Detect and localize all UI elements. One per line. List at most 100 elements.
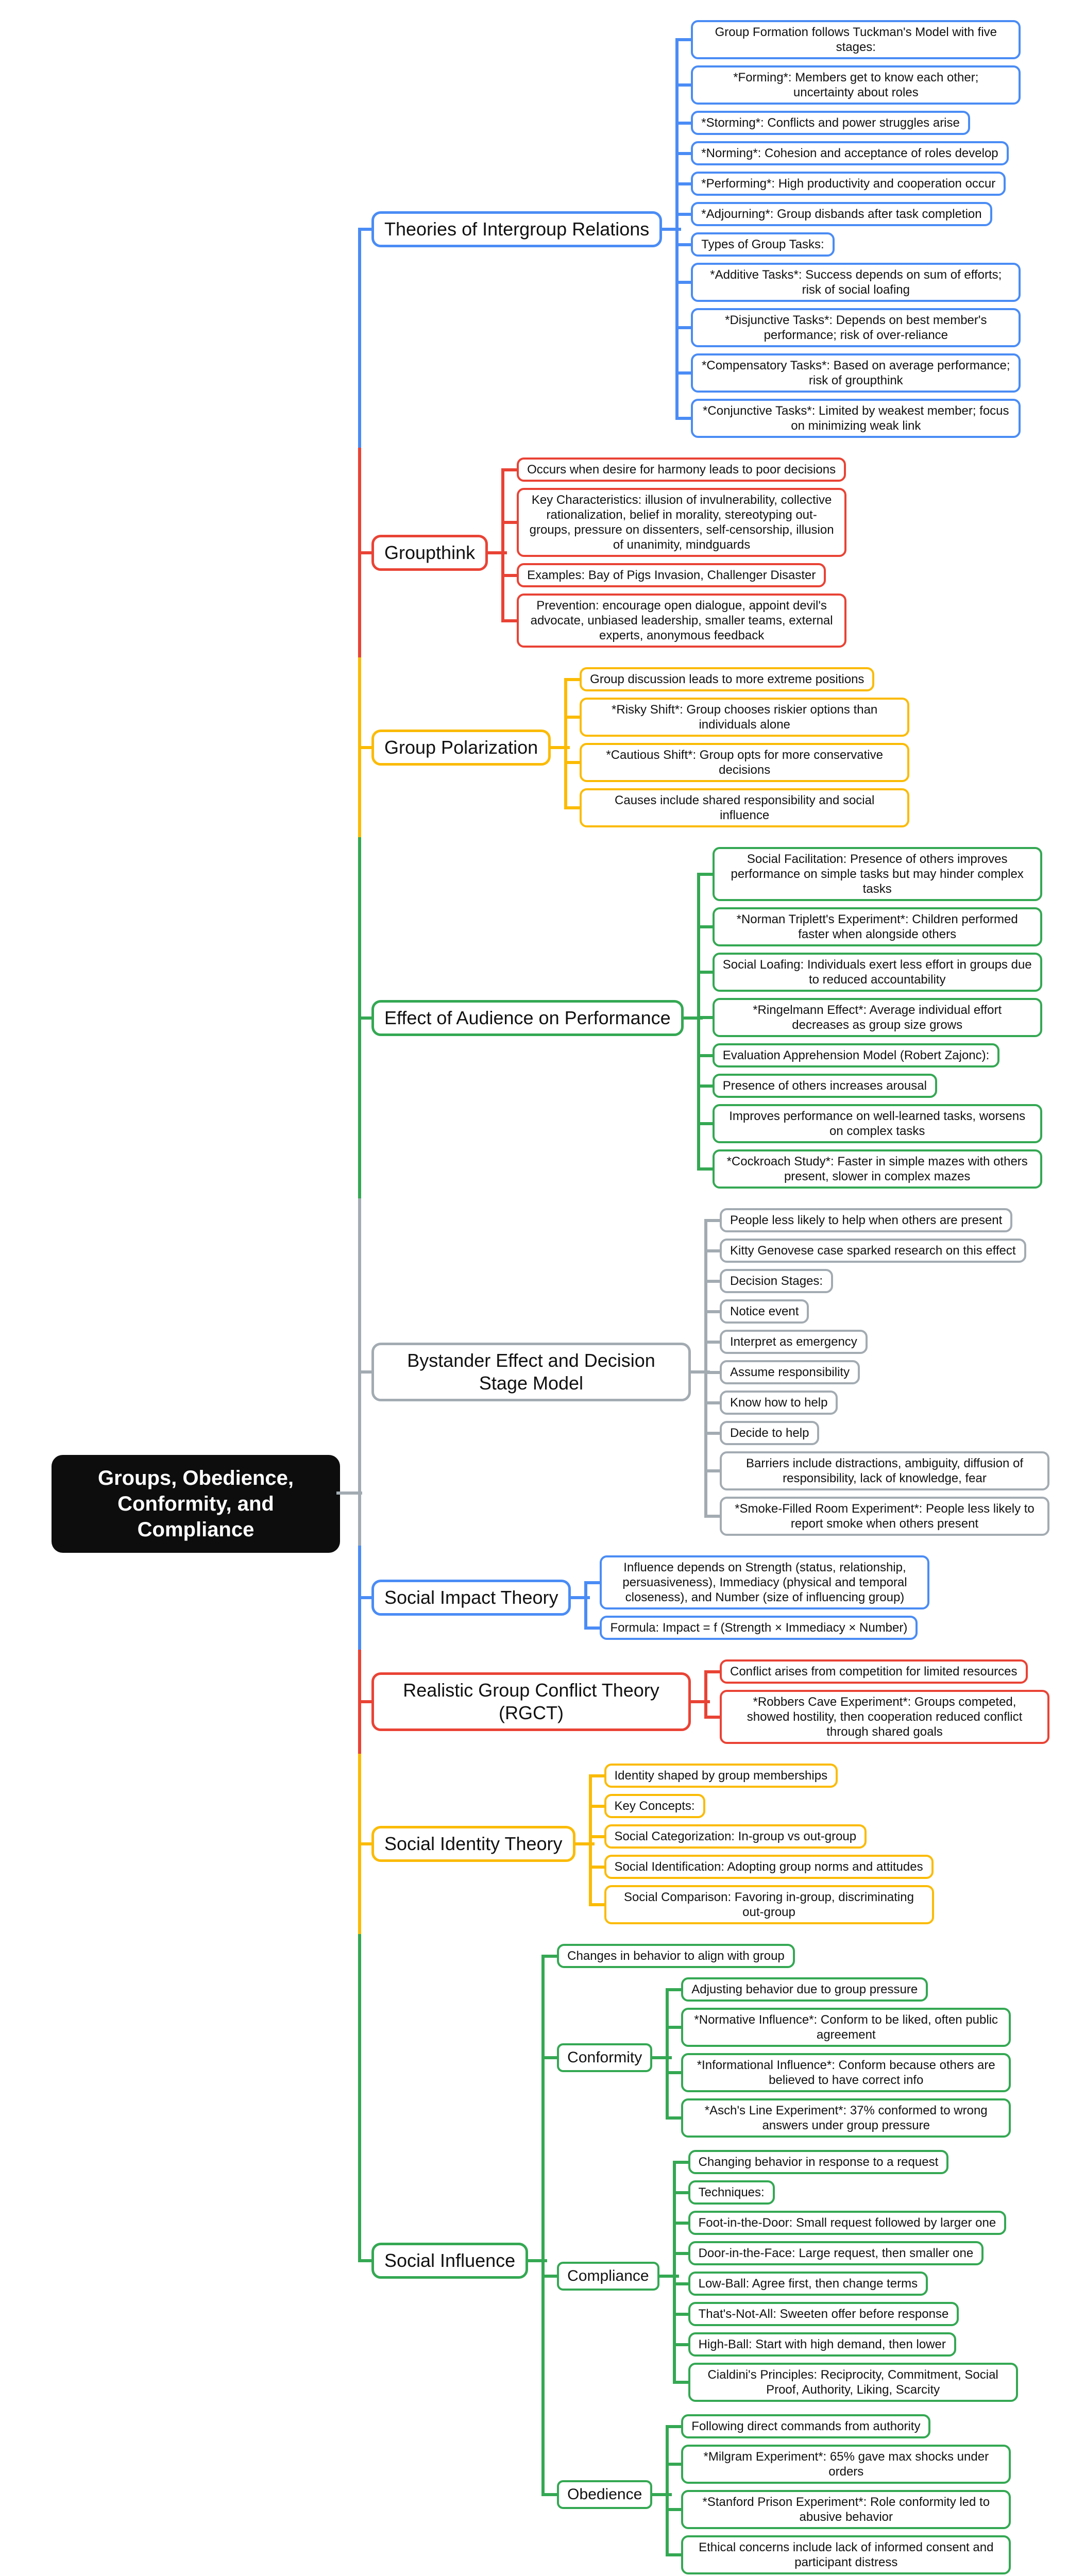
tree-item: Techniques: xyxy=(672,2177,1018,2208)
subbranch-node-conformity: Conformity xyxy=(557,2043,653,2072)
leaf-node: Social Categorization: In-group vs out-g… xyxy=(604,1824,867,1849)
tree-item: Ethical concerns include lack of informe… xyxy=(666,2532,1011,2576)
tree-item: Examples: Bay of Pigs Invasion, Challeng… xyxy=(501,560,846,590)
leaf-node: Low-Ball: Agree first, then change terms xyxy=(688,2272,928,2296)
leaf-node: *Informational Influence*: Conform becau… xyxy=(681,2053,1011,2092)
tree-item: Group discussion leads to more extreme p… xyxy=(564,664,909,694)
leaf-node: Causes include shared responsibility and… xyxy=(580,788,910,827)
children-rail: Changing behavior in response to a reque… xyxy=(659,2147,1018,2405)
leaf-node: Social Facilitation: Presence of others … xyxy=(712,847,1042,901)
tree-item: *Norman Triplett's Experiment*: Children… xyxy=(697,904,1042,950)
leaf-node: *Asch's Line Experiment*: 37% conformed … xyxy=(681,2098,1011,2138)
leaf-node: Identity shaped by group memberships xyxy=(604,1764,838,1788)
tree-item: *Additive Tasks*: Success depends on sum… xyxy=(675,260,1021,305)
tree-item: That's-Not-All: Sweeten offer before res… xyxy=(672,2299,1018,2329)
children-rail: Group discussion leads to more extreme p… xyxy=(551,664,910,831)
branch-node-social-identity-theory: Social Identity Theory xyxy=(371,1826,575,1862)
subbranch-node-compliance: Compliance xyxy=(557,2261,659,2291)
leaf-node: Interpret as emergency xyxy=(720,1330,868,1354)
children-rail: Occurs when desire for harmony leads to … xyxy=(488,454,847,651)
branch-node-theories-of-intergroup-relations: Theories of Intergroup Relations xyxy=(371,211,663,247)
tree-item: Foot-in-the-Door: Small request followed… xyxy=(672,2208,1018,2238)
tree-item: *Risky Shift*: Group chooses riskier opt… xyxy=(564,694,910,740)
leaf-node: Changes in behavior to align with group xyxy=(557,1944,795,1968)
tree-item: Know how to help xyxy=(704,1387,1049,1418)
tree-item: *Stanford Prison Experiment*: Role confo… xyxy=(666,2487,1011,2532)
central-node: Groups, Obedience, Conformity, and Compl… xyxy=(52,1455,340,1553)
branch-node-social-impact-theory: Social Impact Theory xyxy=(371,1580,571,1616)
leaf-node: That's-Not-All: Sweeten offer before res… xyxy=(688,2302,959,2326)
leaf-node: *Compensatory Tasks*: Based on average p… xyxy=(691,353,1021,393)
central-connector-line xyxy=(336,1492,362,1495)
leaf-node: *Cautious Shift*: Group opts for more co… xyxy=(580,743,910,782)
leaf-node: Techniques: xyxy=(688,2180,775,2205)
leaf-node: Social Comparison: Favoring in-group, di… xyxy=(604,1885,934,1924)
leaf-node: *Disjunctive Tasks*: Depends on best mem… xyxy=(691,308,1021,347)
tree-item: Cialdini's Principles: Reciprocity, Comm… xyxy=(672,2360,1018,2405)
tree-item: *Cockroach Study*: Faster in simple maze… xyxy=(697,1146,1042,1192)
tree-item: Evaluation Apprehension Model (Robert Za… xyxy=(697,1040,1042,1071)
branch-list: Theories of Intergroup Relations Group Fo… xyxy=(358,10,1049,2576)
leaf-node: *Norming*: Cohesion and acceptance of ro… xyxy=(691,141,1009,165)
leaf-node: Types of Group Tasks: xyxy=(691,232,835,257)
tree-item: *Cautious Shift*: Group opts for more co… xyxy=(564,740,910,785)
children-rail: Adjusting behavior due to group pressure… xyxy=(652,1974,1011,2141)
leaf-node: Adjusting behavior due to group pressure xyxy=(681,1977,928,2002)
tree-item: *Adjourning*: Group disbands after task … xyxy=(675,199,1021,229)
tree-item: *Forming*: Members get to know each othe… xyxy=(675,62,1021,108)
tree-item: Following direct commands from authority xyxy=(666,2411,1011,2442)
leaf-node: *Storming*: Conflicts and power struggle… xyxy=(691,111,970,135)
leaf-node: *Forming*: Members get to know each othe… xyxy=(691,65,1021,105)
leaf-node: Barriers include distractions, ambiguity… xyxy=(720,1451,1049,1490)
tree-item: People less likely to help when others a… xyxy=(704,1205,1049,1235)
leaf-node: Prevention: encourage open dialogue, app… xyxy=(517,594,847,648)
leaf-node: Know how to help xyxy=(720,1391,838,1415)
leaf-node: *Stanford Prison Experiment*: Role confo… xyxy=(681,2490,1011,2529)
tree-item: Prevention: encourage open dialogue, app… xyxy=(501,590,847,651)
tree-item: Improves performance on well-learned tas… xyxy=(697,1101,1042,1146)
tree-item: Types of Group Tasks: xyxy=(675,229,1021,260)
tree-item: *Milgram Experiment*: 65% gave max shock… xyxy=(666,2442,1011,2487)
children-rail: Following direct commands from authority… xyxy=(652,2411,1011,2576)
leaf-node: Improves performance on well-learned tas… xyxy=(712,1104,1042,1143)
leaf-node: Formula: Impact = f (Strength × Immediac… xyxy=(600,1616,918,1640)
leaf-node: High-Ball: Start with high demand, then … xyxy=(688,2332,956,2357)
leaf-node: Decision Stages: xyxy=(720,1269,834,1293)
leaf-node: Social Loafing: Individuals exert less e… xyxy=(712,953,1042,992)
leaf-node: Conflict arises from competition for lim… xyxy=(720,1659,1028,1684)
leaf-node: Key Concepts: xyxy=(604,1794,705,1818)
tree-item: Presence of others increases arousal xyxy=(697,1071,1042,1101)
tree-item: *Compensatory Tasks*: Based on average p… xyxy=(675,350,1021,396)
tree-item: Barriers include distractions, ambiguity… xyxy=(704,1448,1049,1494)
leaf-node: *Robbers Cave Experiment*: Groups compet… xyxy=(720,1690,1049,1744)
leaf-node: Decide to help xyxy=(720,1421,820,1445)
leaf-node: Evaluation Apprehension Model (Robert Za… xyxy=(712,1043,1000,1067)
tree-item: Social Categorization: In-group vs out-g… xyxy=(588,1821,934,1852)
leaf-node: Examples: Bay of Pigs Invasion, Challeng… xyxy=(517,563,826,587)
leaf-node: Foot-in-the-Door: Small request followed… xyxy=(688,2211,1007,2235)
leaf-node: Ethical concerns include lack of informe… xyxy=(681,2535,1011,2574)
tree-item: Kitty Genovese case sparked research on … xyxy=(704,1235,1049,1266)
leaf-node: *Ringelmann Effect*: Average individual … xyxy=(712,998,1042,1037)
tree-item: Assume responsibility xyxy=(704,1357,1049,1387)
leaf-node: *Conjunctive Tasks*: Limited by weakest … xyxy=(691,399,1021,438)
leaf-node: *Cockroach Study*: Faster in simple maze… xyxy=(712,1149,1042,1189)
tree-item: Formula: Impact = f (Strength × Immediac… xyxy=(584,1613,929,1643)
leaf-node: *Additive Tasks*: Success depends on sum… xyxy=(691,263,1021,302)
branch-node-effect-of-audience-on-performance: Effect of Audience on Performance xyxy=(371,999,684,1036)
tree-item: Interpret as emergency xyxy=(704,1327,1049,1357)
children-rail: People less likely to help when others a… xyxy=(691,1205,1049,1539)
leaf-node: Group Formation follows Tuckman's Model … xyxy=(691,20,1021,59)
leaf-node: Group discussion leads to more extreme p… xyxy=(580,667,875,691)
branch-theories-of-intergroup-relations: Theories of Intergroup Relations Group Fo… xyxy=(358,10,1021,448)
tree-item: Social Facilitation: Presence of others … xyxy=(697,844,1042,904)
tree-item: Identity shaped by group memberships xyxy=(588,1760,934,1791)
leaf-node: *Milgram Experiment*: 65% gave max shock… xyxy=(681,2445,1011,2484)
tree-item: Adjusting behavior due to group pressure xyxy=(666,1974,1011,2005)
leaf-node: *Performing*: High productivity and coop… xyxy=(691,172,1006,196)
